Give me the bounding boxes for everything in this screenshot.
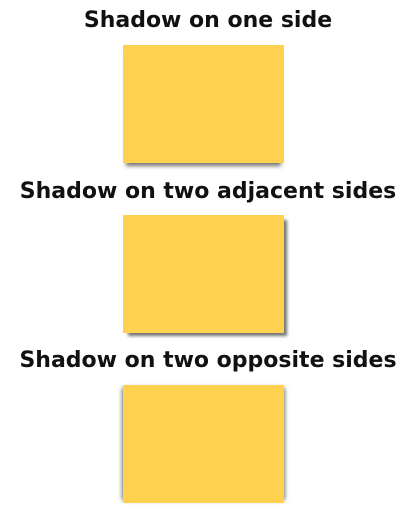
heading-shadow-two-opposite-sides: Shadow on two opposite sides [19, 348, 397, 373]
yellow-box-shadow-two-adjacent-sides [123, 215, 284, 333]
yellow-box-shadow-one-side [123, 45, 284, 163]
heading-shadow-one-side: Shadow on one side [83, 8, 333, 33]
yellow-box-shadow-two-opposite-sides [123, 385, 284, 503]
heading-shadow-two-adjacent-sides: Shadow on two adjacent sides [19, 179, 397, 204]
